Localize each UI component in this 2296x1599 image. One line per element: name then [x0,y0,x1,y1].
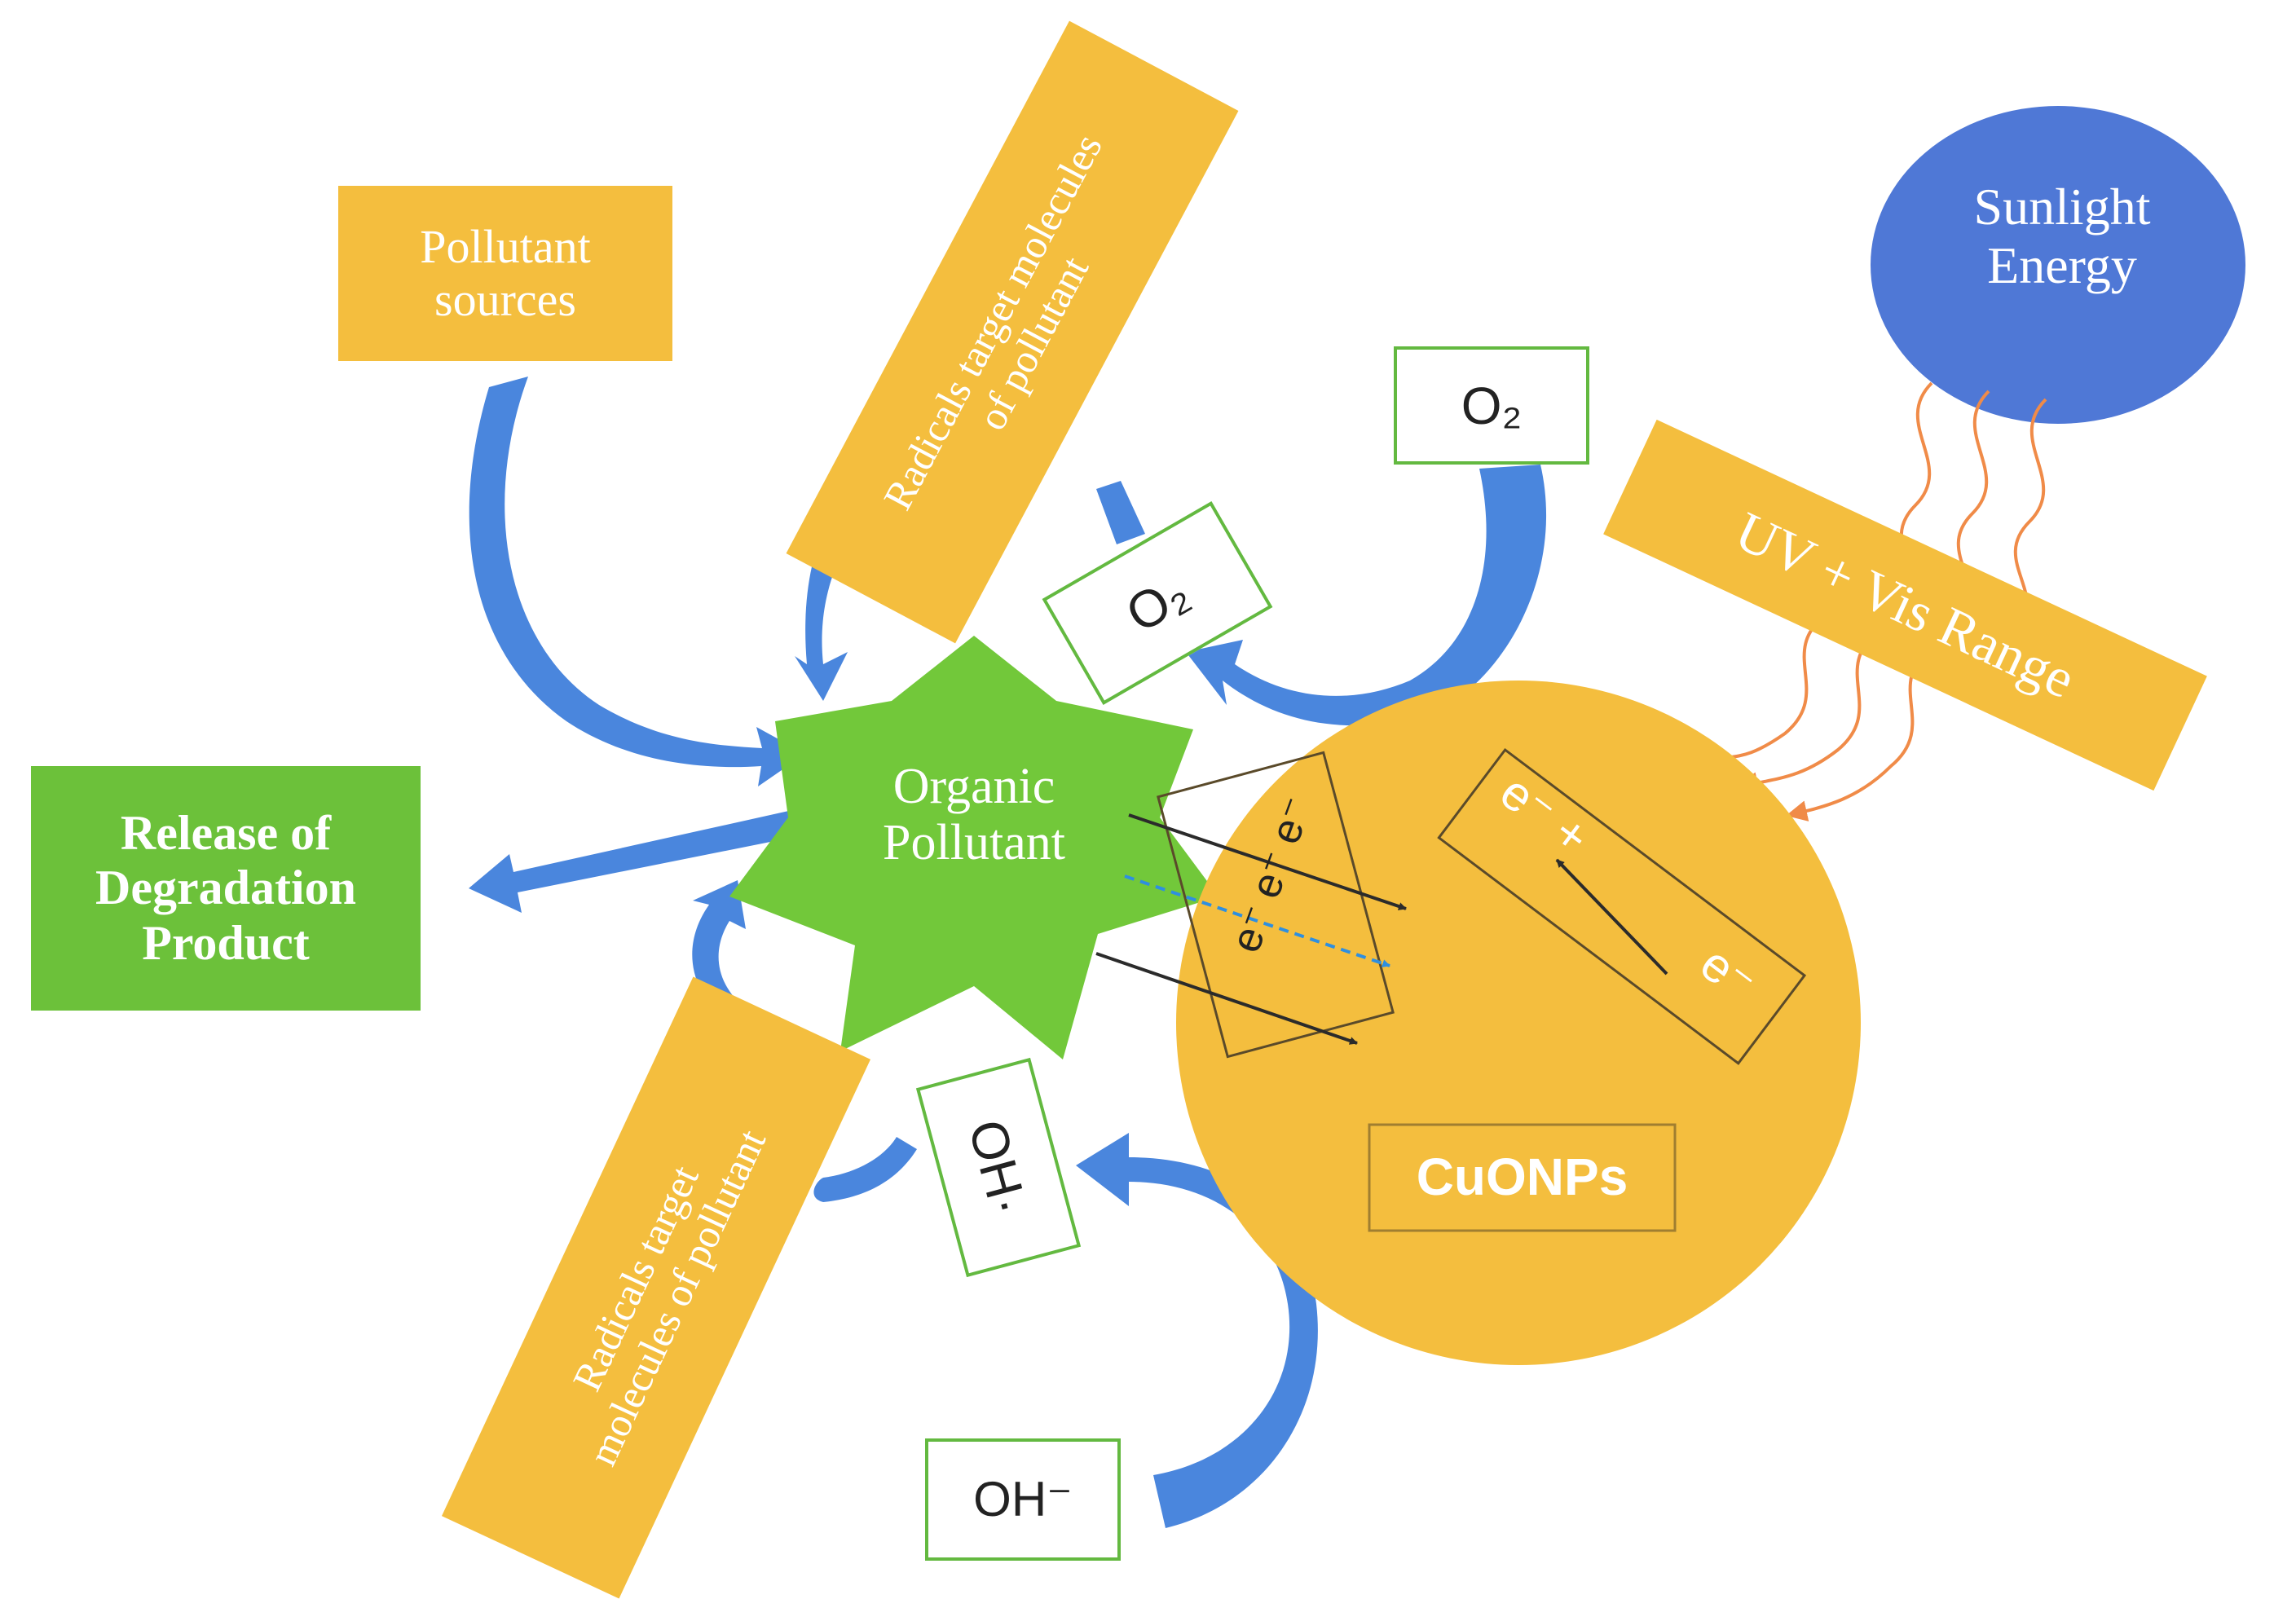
sunlight-label-box: Sunlight Energy [1899,155,2225,318]
arrow-o2-loop [1186,465,1547,726]
electron-arrow-1 [1128,813,1407,910]
sunlight-ellipse [1871,106,2245,424]
oh-ion-label: OH⁻ [973,1472,1073,1526]
electron-transfer-box [1157,751,1395,1059]
cuonps-circle [1176,681,1861,1365]
release-product-label: Release of Degradation Product [95,806,356,970]
o2-upper-box: O₂ [1394,346,1589,465]
organic-pollutant-label-box: Organic Pollutant [823,733,1125,896]
arrow-oh-to-radicals [813,1137,917,1202]
electron-arrow-2 [1124,874,1390,967]
cuonps-label: CuONPs [1416,1147,1628,1207]
arrow-sources-to-pollutant [469,377,805,786]
light-wave-4 [1700,614,1827,769]
arrow-release-product [469,807,807,913]
o2-middle-label: O₂ [1116,562,1199,644]
cuonps-label-box [1368,1123,1677,1232]
oh-radical-label: OH· [958,1113,1039,1222]
sunlight-label: Sunlight Energy [1973,178,2151,294]
excitation-arrow [1555,858,1668,976]
electron-arrow-3 [1095,952,1358,1045]
light-wave-6 [1786,646,1933,822]
arrow-o2-upper [1096,481,1145,544]
release-product-box: Release of Degradation Product [31,766,421,1011]
cuonps-label-box-text: CuONPs [1369,1125,1675,1231]
light-wave-5 [1737,630,1880,793]
organic-pollutant-label: Organic Pollutant [883,758,1065,870]
pollutant-sources-label: Pollutant sources [420,219,591,326]
excitation-box [1437,747,1807,1065]
pollutant-sources-box: Pollutant sources [338,186,672,361]
o2-upper-label: O₂ [1461,376,1523,435]
oh-ion-box: OH⁻ [925,1438,1121,1561]
organic-pollutant-star [729,636,1219,1059]
